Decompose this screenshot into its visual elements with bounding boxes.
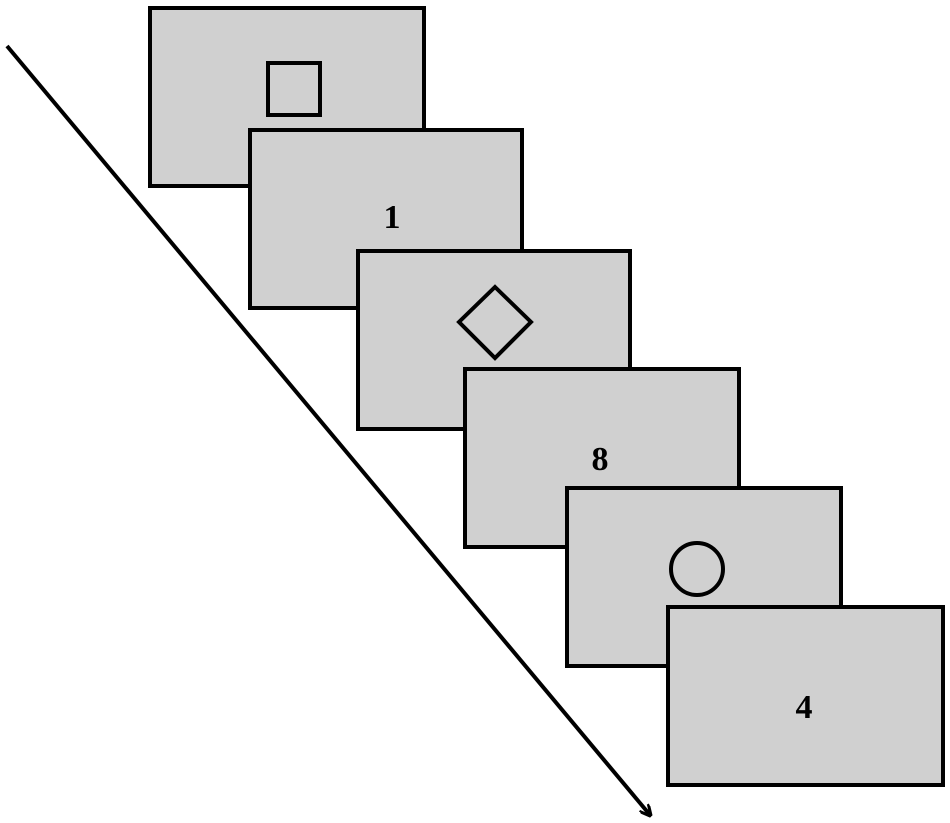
square-icon bbox=[266, 61, 322, 117]
frame-6-panel bbox=[666, 605, 945, 787]
frame-2-digit: 1 bbox=[384, 199, 401, 236]
frame-6: 4 bbox=[666, 605, 945, 787]
frame-6-digit: 4 bbox=[796, 689, 813, 726]
frame-4-digit: 8 bbox=[592, 441, 609, 478]
time-arrow-icon bbox=[5, 44, 650, 815]
diamond-icon bbox=[456, 284, 534, 361]
circle-icon bbox=[669, 541, 725, 597]
